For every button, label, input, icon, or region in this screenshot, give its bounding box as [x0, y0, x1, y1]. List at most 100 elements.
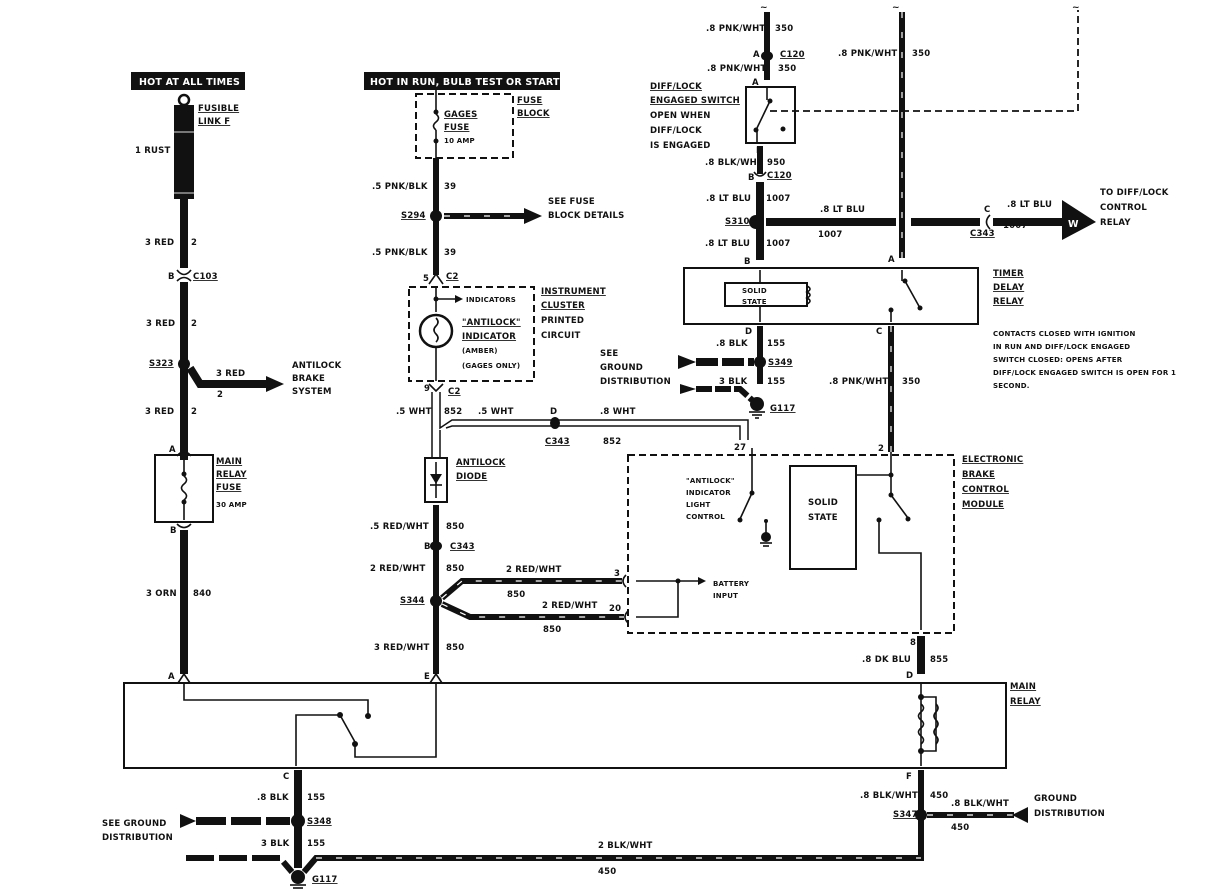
circuit-number: 155: [767, 377, 785, 387]
connector-c343-label: C343: [545, 437, 570, 447]
splice-s310-label: S310: [725, 217, 750, 227]
splice-s323: [178, 358, 190, 370]
connector-pin: A: [169, 445, 176, 455]
see-ground-label: DISTRIBUTION: [600, 377, 671, 387]
timer-note-line: DIFF/LOCK ENGAGED SWITCH IS OPEN FOR 1: [993, 369, 1176, 377]
indicator-light-control-label: CONTROL: [686, 513, 725, 521]
arrow-icon: [524, 208, 542, 224]
to-diff-lock-label: TO DIFF/LOCK: [1100, 188, 1169, 198]
connector-pin: A: [753, 50, 760, 60]
splice-s348-label: S348: [307, 817, 332, 827]
antilock-indicator-label: INDICATOR: [462, 332, 516, 342]
splice-s294: [430, 210, 442, 222]
circuit-number: 850: [543, 625, 561, 635]
splice-s323-label: S323: [149, 359, 174, 369]
wire-label: .5 PNK/BLK: [372, 248, 428, 258]
wire-label: .5 WHT: [478, 407, 514, 417]
ebcm-box: [627, 454, 955, 634]
splice-s344: [430, 595, 442, 607]
fuse-block-box: [415, 93, 514, 159]
ground-g117-icon: [291, 870, 305, 884]
arrow-icon: [180, 814, 196, 828]
connector-pin: A: [888, 255, 895, 265]
circuit-number: 1007: [766, 239, 790, 249]
switch-contact-icon: [739, 492, 753, 520]
wire-red-wht-to-pin-20: [440, 601, 624, 620]
wire-label: .8 BLK: [716, 339, 748, 349]
circuit-number: 2: [217, 390, 223, 400]
circuit-hot-in-run: HOT IN RUN, BULB TEST OR START FUSE BLOC…: [364, 72, 749, 684]
fuse-block-label: BLOCK: [517, 109, 550, 119]
switch-contact-icon: [890, 494, 909, 519]
fuse-block-label: FUSE: [517, 96, 542, 106]
hot-in-run-banner: [364, 72, 560, 90]
connector-pin: A: [168, 672, 175, 682]
connector-c2-label: C2: [448, 387, 461, 397]
timer-note-line: SWITCH CLOSED: OPENS AFTER: [993, 356, 1123, 364]
connector-pin: B: [424, 542, 431, 552]
main-relay-fuse-label: MAIN: [216, 457, 242, 467]
battery-input-label: BATTERY: [713, 580, 750, 588]
wire-label: 2 RED/WHT: [542, 601, 597, 611]
solid-state-label: STATE: [808, 513, 838, 523]
splice-s344-label: S344: [400, 596, 425, 606]
fusible-link-terminal: [177, 93, 191, 107]
instrument-cluster-label: INSTRUMENT: [541, 287, 606, 297]
battery-input-label: INPUT: [713, 592, 738, 600]
circuit-number: 1007: [1003, 221, 1027, 231]
main-relay-label: RELAY: [1010, 697, 1041, 707]
wire-label: .5 WHT: [396, 407, 432, 417]
wire-label: 3 RED: [145, 407, 174, 417]
circuit-number: 350: [775, 24, 793, 34]
instrument-cluster-label: PRINTED: [541, 316, 584, 326]
diff-lock-switch-label: DIFF/LOCK: [650, 126, 702, 136]
wire-label: .8 LT BLU: [705, 239, 750, 249]
instrument-cluster-box: [408, 286, 535, 382]
gages-fuse-label: FUSE: [444, 123, 469, 133]
circuit-number: 350: [912, 49, 930, 59]
circuit-number: 2: [191, 238, 197, 248]
wire-label: 3 ORN: [146, 589, 177, 599]
solid-state-label: STATE: [742, 298, 767, 306]
circuit-number: 450: [930, 791, 948, 801]
connector-c103-label: C103: [193, 272, 218, 282]
circuit-number: 155: [767, 339, 785, 349]
break-icon: ~: [892, 3, 900, 13]
circuit-number: 850: [446, 522, 464, 532]
wire-label: .8 LT BLU: [820, 205, 865, 215]
wire-label: 3 BLK: [261, 839, 290, 849]
splice-s348: [291, 814, 305, 828]
circuit-number: 39: [444, 248, 456, 258]
wire-label: .8 PNK/WHT: [829, 377, 888, 387]
wire-label: 3 BLK: [719, 377, 748, 387]
connector-pin: 8: [910, 638, 916, 648]
main-relay-fuse-label: FUSE: [216, 483, 241, 493]
wire-label: 3 RED: [216, 369, 245, 379]
wire-label: .5 RED/WHT: [370, 522, 429, 532]
antilock-indicator-label: "ANTILOCK": [462, 318, 521, 328]
antilock-brake-system-label: SYSTEM: [292, 387, 332, 397]
connector-pin: D: [745, 327, 752, 337]
circuit-hot-at-all-times: HOT AT ALL TIMES FUSIBLE LINK F 1 RUST 3…: [131, 72, 341, 684]
connector-pin: 27: [734, 443, 746, 453]
wire-label: .8 BLK/WHT: [705, 158, 763, 168]
connector-c120-label: C120: [780, 50, 805, 60]
circuit-number: 39: [444, 182, 456, 192]
wire-label: 2 RED/WHT: [506, 565, 561, 575]
connector-pin: 20: [609, 604, 621, 614]
circuit-number: 950: [767, 158, 785, 168]
antilock-brake-system-label: BRAKE: [292, 374, 325, 384]
connector-pin: 5: [423, 274, 429, 284]
connector-c343-d-icon: [550, 417, 560, 429]
wire-label: .8 BLK/WHT: [860, 791, 918, 801]
circuit-number: 450: [598, 867, 616, 877]
mechanical-link-dashed: [770, 10, 1079, 112]
connector-pin: D: [550, 407, 557, 417]
indicator-light-control-label: "ANTILOCK": [686, 477, 735, 485]
timer-delay-relay-label: TIMER: [993, 269, 1024, 279]
antilock-indicator-label: (AMBER): [462, 347, 498, 355]
timer-delay-relay-label: RELAY: [993, 297, 1024, 307]
see-fuse-block-label: SEE FUSE: [548, 197, 595, 207]
wire-label: .8 PNK/WHT: [706, 24, 765, 34]
main-relay-fuse-label: RELAY: [216, 470, 247, 480]
